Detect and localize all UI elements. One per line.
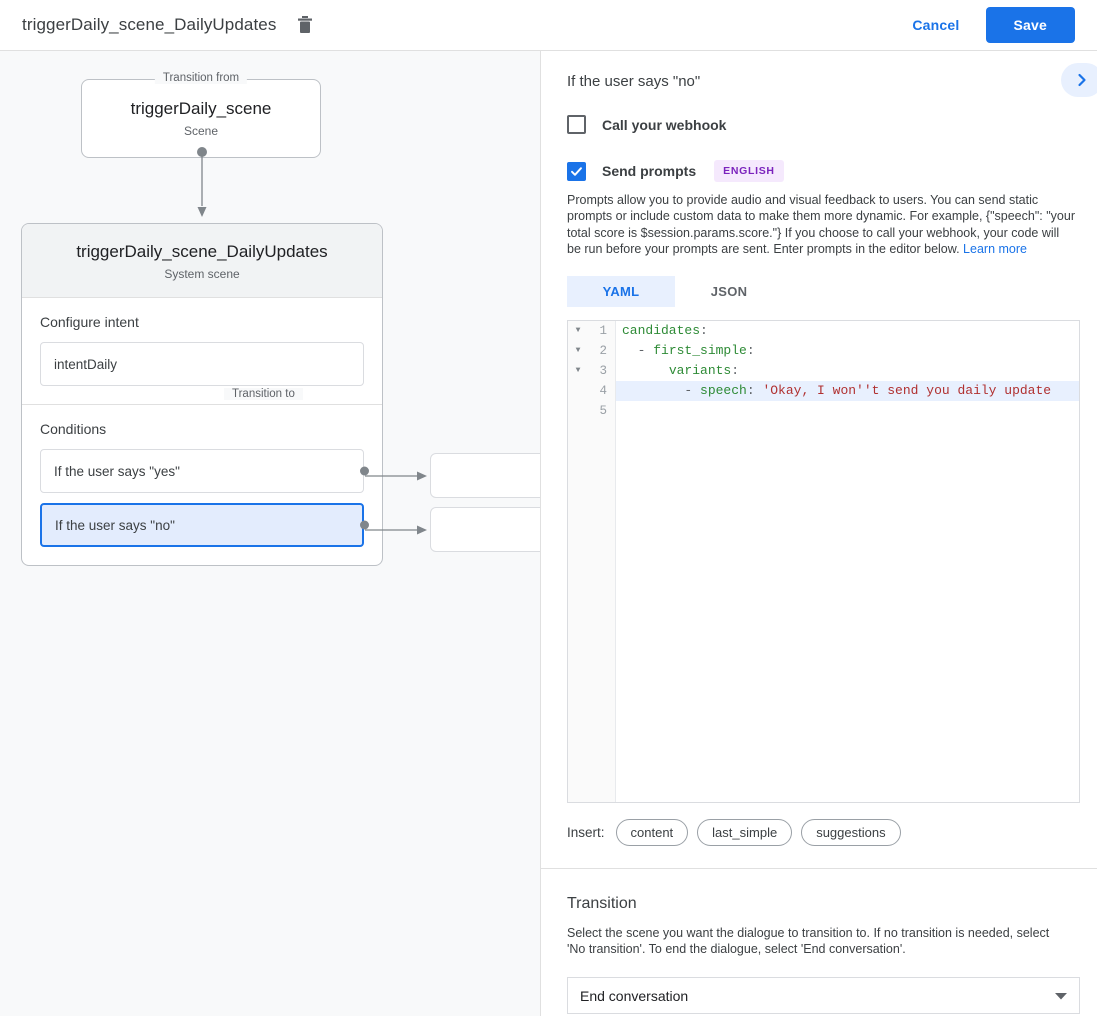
tab-json[interactable]: JSON <box>675 276 783 307</box>
code-line: variants: <box>668 362 740 378</box>
conditions-section: Conditions If the user says "yes" If the… <box>22 404 382 565</box>
chevron-right-icon <box>1078 73 1086 87</box>
gutter-row: ▼3 <box>568 361 615 381</box>
learn-more-link[interactable]: Learn more <box>963 242 1027 257</box>
line-number: 5 <box>599 403 607 418</box>
yaml-key: variants <box>668 362 732 378</box>
configure-intent-section: Configure intent intentDaily <box>22 298 382 404</box>
panel-title: If the user says "no" <box>567 73 701 90</box>
flow-arrow-yes <box>365 471 427 481</box>
transition-from-legend: Transition from <box>154 72 248 84</box>
transition-title: Transition <box>567 894 637 912</box>
transition-section: Transition Select the scene you want the… <box>541 869 1097 1015</box>
line-number: 2 <box>599 343 607 358</box>
webhook-checkbox-row[interactable]: Call your webhook <box>567 115 1097 134</box>
save-button[interactable]: Save <box>985 7 1075 43</box>
transition-to-header: triggerDaily_scene_DailyUpdates System s… <box>22 224 382 298</box>
page-title: triggerDaily_scene_DailyUpdates <box>22 15 277 34</box>
editor-gutter: ▼1 ▼2 ▼3 4 5 <box>568 320 616 802</box>
yaml-key: candidates <box>622 322 701 338</box>
insert-chips-row: Insert: content last_simple suggestions <box>567 818 1097 846</box>
prompt-code-editor[interactable]: ▼1 ▼2 ▼3 4 5 candidates: - first_simple:… <box>567 319 1080 803</box>
transition-description: Select the scene you want the dialogue t… <box>567 925 1050 957</box>
transition-to-node[interactable]: Transition to triggerDaily_scene_DailyUp… <box>21 223 383 566</box>
yaml-key: speech <box>700 382 747 398</box>
gutter-row: 4 <box>568 381 615 401</box>
connector-dot-no <box>360 520 369 530</box>
gutter-row: 5 <box>568 401 615 421</box>
code-line: - first_simple: <box>622 342 755 358</box>
condition-row-no: If the user says "no" <box>40 503 369 547</box>
webhook-label: Call your webhook <box>602 116 727 133</box>
code-line: candidates: <box>622 322 708 338</box>
line-number: 1 <box>599 323 607 338</box>
code-line <box>616 401 1079 421</box>
insert-chip-last-simple[interactable]: last_simple <box>697 818 793 846</box>
panel-header: If the user says "no" <box>541 51 1097 97</box>
condition-row-yes: If the user says "yes" <box>40 449 369 493</box>
fold-arrow-icon[interactable]: ▼ <box>575 326 581 336</box>
insert-label: Insert: <box>567 824 605 840</box>
expand-panel-button[interactable] <box>1061 63 1097 97</box>
check-icon <box>571 166 582 176</box>
flow-canvas[interactable]: Transition from triggerDaily_scene Scene… <box>0 51 541 1016</box>
transition-to-title: triggerDaily_scene_DailyUpdates <box>76 242 328 261</box>
trash-icon <box>298 16 313 33</box>
send-prompts-checkbox[interactable] <box>567 161 586 181</box>
transition-from-node[interactable]: Transition from triggerDaily_scene Scene <box>81 72 321 158</box>
send-prompts-row[interactable]: Send prompts ENGLISH <box>567 160 1097 182</box>
fold-arrow-icon[interactable]: ▼ <box>575 366 581 376</box>
flow-edge-main <box>197 147 207 217</box>
insert-chip-suggestions[interactable]: suggestions <box>801 818 901 846</box>
target-node-yes[interactable] <box>430 453 540 498</box>
delete-button[interactable] <box>292 12 318 38</box>
configure-intent-label: Configure intent <box>40 314 139 330</box>
top-app-bar: triggerDaily_scene_DailyUpdates Cancel S… <box>0 0 1097 51</box>
line-number: 4 <box>599 383 607 398</box>
transition-select[interactable]: End conversation <box>567 977 1080 1015</box>
flow-arrow-no <box>365 525 427 535</box>
gutter-row: ▼2 <box>568 341 615 361</box>
topbar-actions: Cancel Save <box>896 7 1097 43</box>
format-tabs: YAML JSON <box>567 275 1097 307</box>
transition-to-legend: Transition to <box>224 388 303 400</box>
panel-divider <box>541 867 1097 869</box>
insert-chip-content[interactable]: content <box>615 818 689 846</box>
tab-yaml[interactable]: YAML <box>567 275 675 307</box>
transition-select-value: End conversation <box>580 987 689 1004</box>
yaml-key: first_simple <box>653 342 747 358</box>
conditions-label: Conditions <box>40 421 107 437</box>
yaml-string: 'Okay, I won''t send you daily update <box>762 382 1052 398</box>
gutter-row: ▼1 <box>568 321 615 341</box>
prompts-description: Prompts allow you to provide audio and v… <box>567 192 1075 258</box>
webhook-checkbox[interactable] <box>567 115 586 134</box>
prompts-description-text: Prompts allow you to provide audio and v… <box>567 193 1075 257</box>
language-badge: ENGLISH <box>714 160 784 182</box>
condition-yes[interactable]: If the user says "yes" <box>40 449 364 493</box>
fold-arrow-icon[interactable]: ▼ <box>575 346 581 356</box>
details-panel: If the user says "no" Call your webhook … <box>541 51 1097 1016</box>
connector-dot-yes <box>360 466 369 476</box>
target-node-no[interactable] <box>430 507 540 552</box>
condition-no[interactable]: If the user says "no" <box>40 503 364 547</box>
cancel-button[interactable]: Cancel <box>896 8 975 42</box>
code-line: - speech: 'Okay, I won''t send you daily… <box>616 380 1079 401</box>
editor-code-area[interactable]: candidates: - first_simple: variants: - … <box>616 321 1079 802</box>
line-number: 3 <box>599 363 607 378</box>
transition-to-subtitle: System scene <box>164 267 240 281</box>
chevron-down-icon <box>1055 992 1067 1000</box>
transition-from-subtitle: Scene <box>183 124 219 138</box>
transition-from-title: triggerDaily_scene <box>130 99 272 118</box>
send-prompts-label: Send prompts <box>602 163 697 179</box>
intent-value-box[interactable]: intentDaily <box>40 342 364 386</box>
